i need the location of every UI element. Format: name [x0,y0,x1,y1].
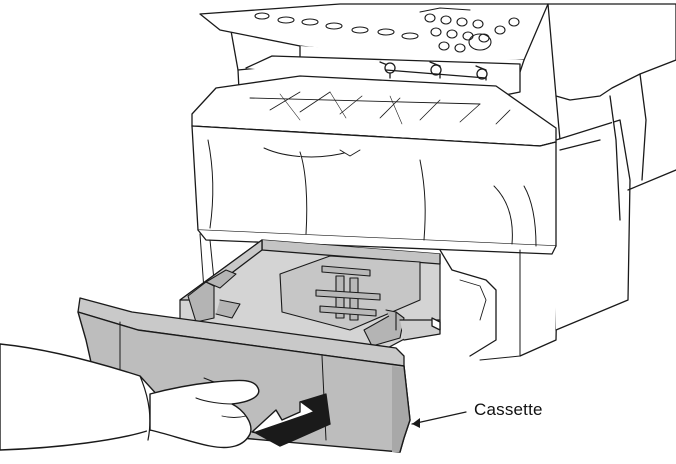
cassette-slot [199,233,521,361]
cassette-label: Cassette [474,400,543,419]
cassette-interior [179,239,441,353]
front-cover [191,125,557,255]
cassette-callout-leader [411,411,467,428]
right-side-guide [363,309,405,347]
pull-direction-arrow-icon [251,393,331,447]
left-side-guide [187,269,241,323]
panel-buttons [254,7,520,53]
hand [0,343,260,451]
length-guide [315,265,381,321]
